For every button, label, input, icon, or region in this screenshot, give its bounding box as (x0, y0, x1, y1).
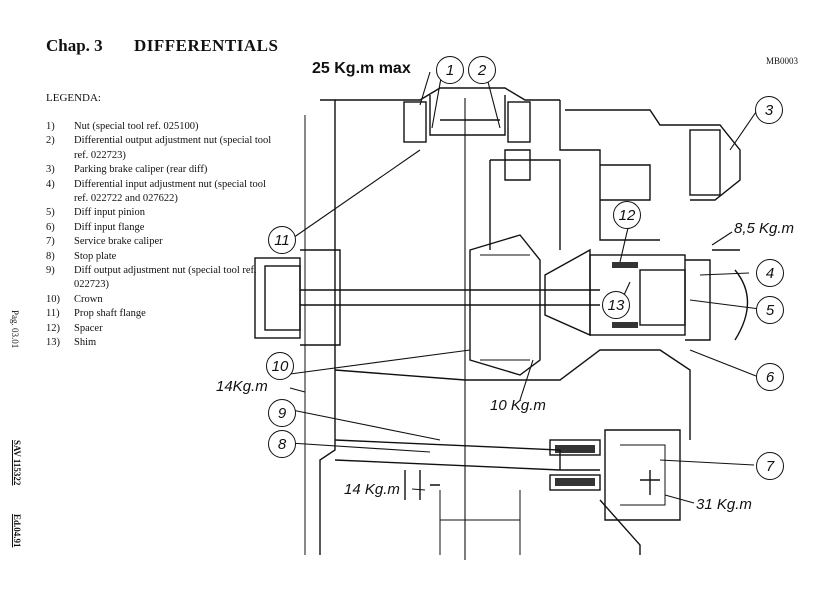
legend-num: 8) (46, 250, 55, 262)
legend-list: 1) Nut (special tool ref. 025100) 2) Diffe… (46, 120, 276, 351)
legend-item: 13) Shim (46, 336, 276, 350)
legend-text: Diff input flange (74, 221, 145, 233)
callout-1: 1 (436, 56, 464, 84)
legend-item: 5) Diff input pinion (46, 206, 276, 220)
callout-5: 5 (756, 296, 784, 324)
legend-num: 6) (46, 221, 55, 233)
legend-num: 11) (46, 308, 60, 320)
legend-item: 6) Diff input flange (46, 221, 276, 235)
callout-7: 7 (756, 452, 784, 480)
legend-num: 10) (46, 293, 60, 305)
legend-item: 2) Differential output adjustment nut (sp… (46, 134, 276, 163)
legend-title: LEGENDA: (46, 92, 101, 104)
torque-31-label: 31 Kg.m (696, 496, 752, 513)
legend-num: 2) (46, 135, 55, 147)
legend-num: 9) (46, 265, 55, 277)
torque-8-5-label: 8,5 Kg.m (734, 220, 795, 237)
callout-13: 13 (602, 291, 630, 319)
callout-4: 4 (756, 259, 784, 287)
legend-num: 3) (46, 164, 55, 176)
callout-3: 3 (755, 96, 783, 124)
legend-item: 8) Stop plate (46, 250, 276, 264)
legend-text: Crown (74, 293, 103, 305)
callout-6: 6 (756, 363, 784, 391)
legend-num: 5) (46, 207, 55, 219)
legend-num: 12) (46, 322, 60, 334)
callout-2: 2 (468, 56, 496, 84)
legend-text: Prop shaft flange (74, 308, 146, 320)
legend-text: Shim (74, 337, 97, 349)
legend-item: 1) Nut (special tool ref. 025100) (46, 120, 276, 134)
legend-text: Diff output adjustment nut (special tool… (74, 265, 257, 291)
legend-item: 3) Parking brake caliper (rear diff) (46, 163, 276, 177)
torque-14-lower-label: 14 Kg.m (344, 481, 400, 498)
torque-14-upper-label: 14Kg.m (216, 378, 268, 395)
legend-text: Differential input adjustment nut (speci… (74, 178, 266, 205)
torque-10-label: 10 Kg.m (490, 397, 546, 414)
legend-text: Diff input pinion (74, 207, 145, 219)
legend-num: 1) (46, 121, 55, 132)
legend-num: 4) (46, 178, 55, 190)
torque-max-label: 25 Kg.m max (312, 60, 411, 77)
callout-10: 10 (266, 352, 294, 380)
legend-item: 4) Differential input adjustment nut (spe… (46, 178, 276, 207)
legend-item: 12) Spacer (46, 322, 276, 336)
legend-text: Service brake caliper (74, 236, 163, 248)
legend-item: 9) Diff output adjustment nut (special to… (46, 264, 276, 293)
legend-item: 10) Crown (46, 293, 276, 307)
callout-8: 8 (268, 430, 296, 458)
drawing-code: MB0003 (766, 56, 799, 66)
legend-text: Parking brake caliper (rear diff) (74, 164, 208, 176)
legend-text: Spacer (74, 322, 103, 334)
legend-item: 7) Service brake caliper (46, 235, 276, 249)
legend-text: Differential output adjustment nut (spec… (74, 135, 272, 161)
callout-12: 12 (613, 201, 641, 229)
callout-9: 9 (268, 399, 296, 427)
callout-11: 11 (268, 226, 296, 254)
legend-num: 13) (46, 337, 60, 349)
chapter-label: Chap. 3 (46, 36, 103, 55)
legend-text: Stop plate (74, 250, 117, 262)
page-title: DIFFERENTIALS (134, 36, 279, 55)
legend-item: 11) Prop shaft flange (46, 307, 276, 321)
legend-text: Nut (special tool ref. 025100) (74, 121, 199, 132)
legend-num: 7) (46, 236, 55, 248)
